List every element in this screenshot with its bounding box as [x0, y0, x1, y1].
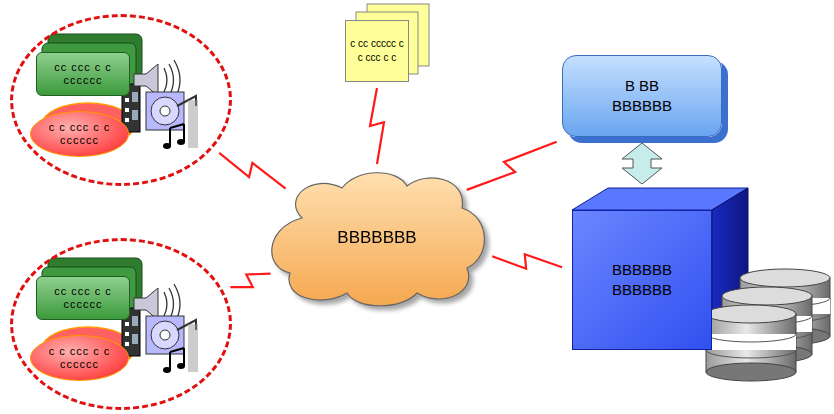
node-label: cc ccc c c cccccc — [46, 285, 120, 311]
node-label: BBBBBB BBBBBB — [605, 260, 679, 300]
node-label: c cc ccccc c c ccc c c — [350, 37, 404, 65]
dashed-group: cc ccc c c cccccc c c ccc c c cccccc — [10, 14, 232, 186]
double-arrow — [622, 143, 662, 184]
dashed-group: cc ccc c c cccccc c c ccc c c cccccc — [10, 238, 232, 410]
node-label: BBBBBBB — [307, 228, 447, 248]
node-label: B BB BBBBBB — [605, 76, 679, 116]
lightning-link — [219, 153, 285, 189]
network-cloud: BBBBBBB — [262, 168, 492, 308]
green-card: cc ccc c c cccccc — [36, 276, 130, 320]
server-front-face: BBBBBB BBBBBB — [572, 210, 712, 350]
lightning-link — [230, 274, 270, 288]
lightning-link — [370, 88, 384, 164]
red-ellipse: c c ccc c c cccccc — [30, 111, 129, 157]
node-label: c c ccc c c cccccc — [46, 345, 114, 371]
media-icons — [122, 284, 198, 373]
node-label: c c ccc c c cccccc — [46, 121, 114, 147]
lightning-link — [467, 142, 557, 190]
node-label: cc ccc c c cccccc — [46, 61, 120, 87]
lightning-link — [492, 254, 562, 268]
red-ellipse: c c ccc c c cccccc — [30, 335, 129, 381]
document-page: c cc ccccc c c ccc c c — [345, 20, 409, 82]
database-cylinder — [706, 305, 796, 381]
server-box: B BB BBBBBB — [562, 55, 722, 137]
green-card: cc ccc c c cccccc — [36, 52, 130, 96]
media-icons — [122, 60, 198, 149]
